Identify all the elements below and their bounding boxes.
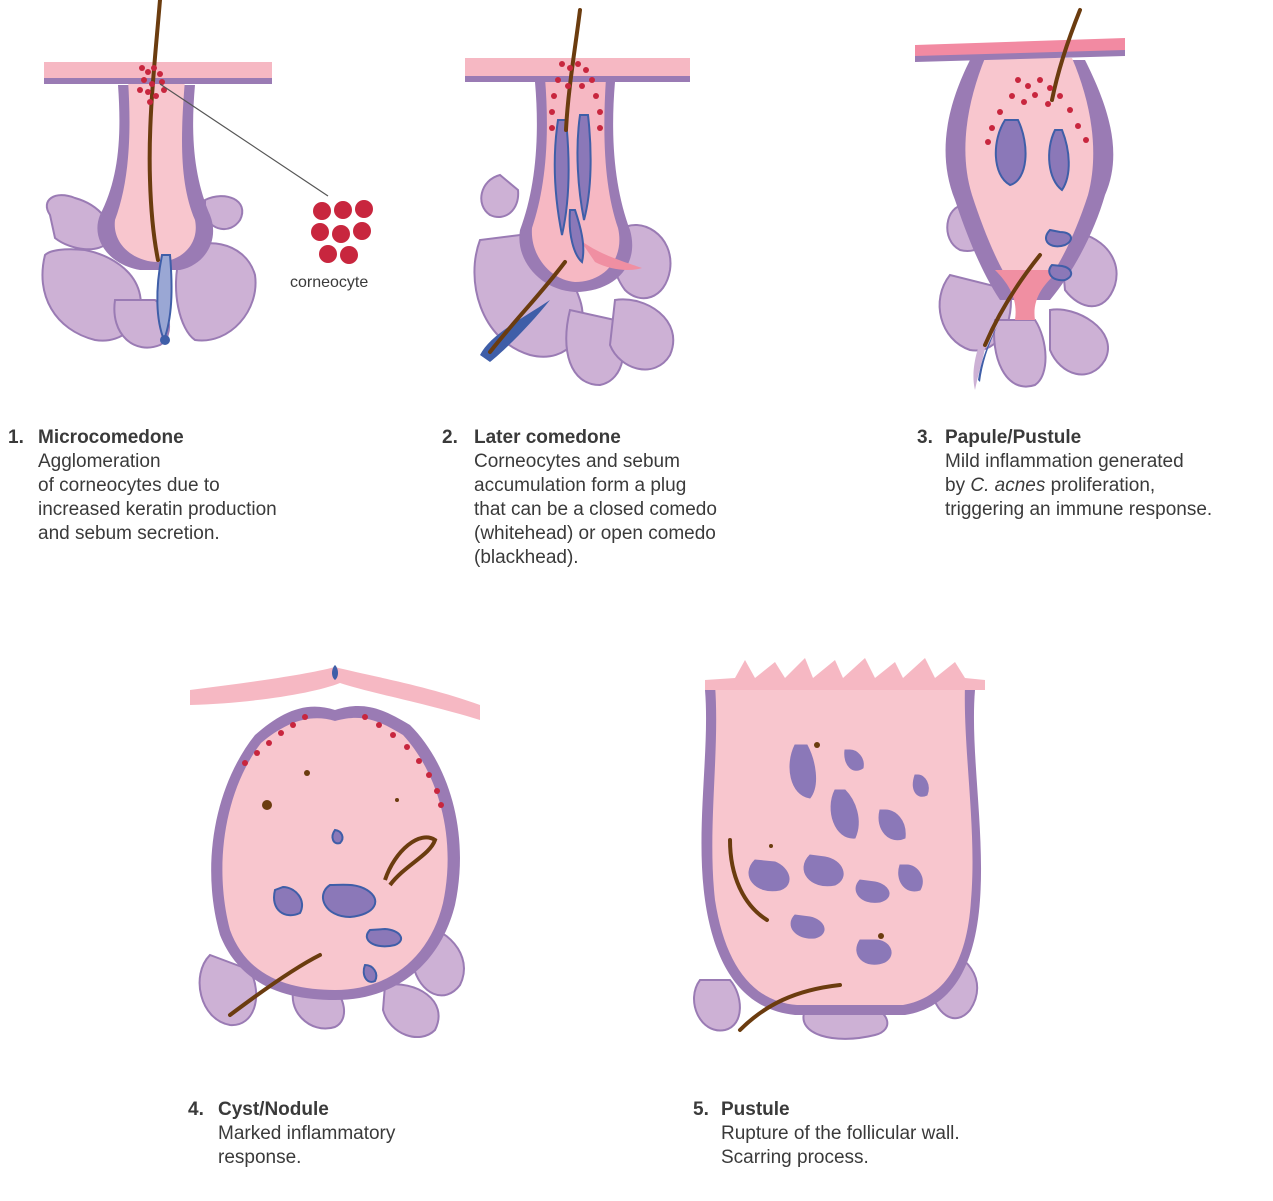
stage-4-title: Cyst/Nodule xyxy=(218,1098,488,1122)
skin-surface xyxy=(465,58,690,78)
skin-surface xyxy=(44,62,272,80)
stage-1-desc-line-4: and sebum secretion. xyxy=(38,522,348,546)
ruptured-surface xyxy=(705,658,985,690)
stage-1-desc-line-1: Agglomeration xyxy=(38,450,348,474)
stage-1-desc-line-2: of corneocytes due to xyxy=(38,474,348,498)
stage-2-caption: 2. Later comedone Corneocytes and sebum … xyxy=(442,426,782,570)
stage-3-desc-line-2: by C. acnes proliferation, xyxy=(945,474,1267,498)
stage-2-later-comedone-illustration xyxy=(460,0,700,390)
stage-5-desc-line-1: Rupture of the follicular wall. xyxy=(721,1122,1033,1146)
corneocyte-label: corneocyte xyxy=(290,274,368,292)
stage-2-desc-line-2: accumulation form a plug xyxy=(474,474,782,498)
stage-1-title: Microcomedone xyxy=(38,426,348,450)
stage-5-caption: 5. Pustule Rupture of the follicular wal… xyxy=(693,1098,1033,1170)
stage-1-microcomedone-illustration xyxy=(30,0,410,360)
stage-3-title: Papule/Pustule xyxy=(945,426,1267,450)
stage-1-number: 1. xyxy=(8,426,24,450)
stage-4-desc-line-1: Marked inflammatory xyxy=(218,1122,488,1146)
stage-3-desc-line-1: Mild inflammation generated xyxy=(945,450,1267,474)
stage-2-number: 2. xyxy=(442,426,458,450)
stage-2-title: Later comedone xyxy=(474,426,782,450)
stage-3-papule-pustule-illustration xyxy=(900,0,1140,410)
stage-3-desc-line-3: triggering an immune response. xyxy=(945,498,1267,522)
stage-3-number: 3. xyxy=(917,426,933,450)
stage-5-title: Pustule xyxy=(721,1098,1033,1122)
stage-4-number: 4. xyxy=(188,1098,204,1122)
stage-2-desc-line-5: (blackhead). xyxy=(474,546,782,570)
stage-4-caption: 4. Cyst/Nodule Marked inflammatory respo… xyxy=(188,1098,488,1170)
stage-2-desc-line-3: that can be a closed comedo xyxy=(474,498,782,522)
stage-1-caption: 1. Microcomedone Agglomeration of corneo… xyxy=(8,426,348,546)
stage-2-desc-line-1: Corneocytes and sebum xyxy=(474,450,782,474)
follicle-cavity xyxy=(712,685,972,1005)
corneocyte-callout-icon xyxy=(311,200,373,264)
stage-2-desc-line-4: (whitehead) or open comedo xyxy=(474,522,782,546)
stage-5-desc-line-2: Scarring process. xyxy=(721,1146,1033,1170)
stage-3-caption: 3. Papule/Pustule Mild inflammation gene… xyxy=(917,426,1267,522)
stage-1-desc-line-3: increased keratin production xyxy=(38,498,348,522)
stage-5-pustule-illustration xyxy=(685,650,1005,1050)
stage-4-cyst-nodule-illustration xyxy=(185,655,485,1045)
stage-4-desc-line-2: response. xyxy=(218,1146,488,1170)
stage-5-number: 5. xyxy=(693,1098,709,1122)
cyst-cavity xyxy=(222,718,447,990)
